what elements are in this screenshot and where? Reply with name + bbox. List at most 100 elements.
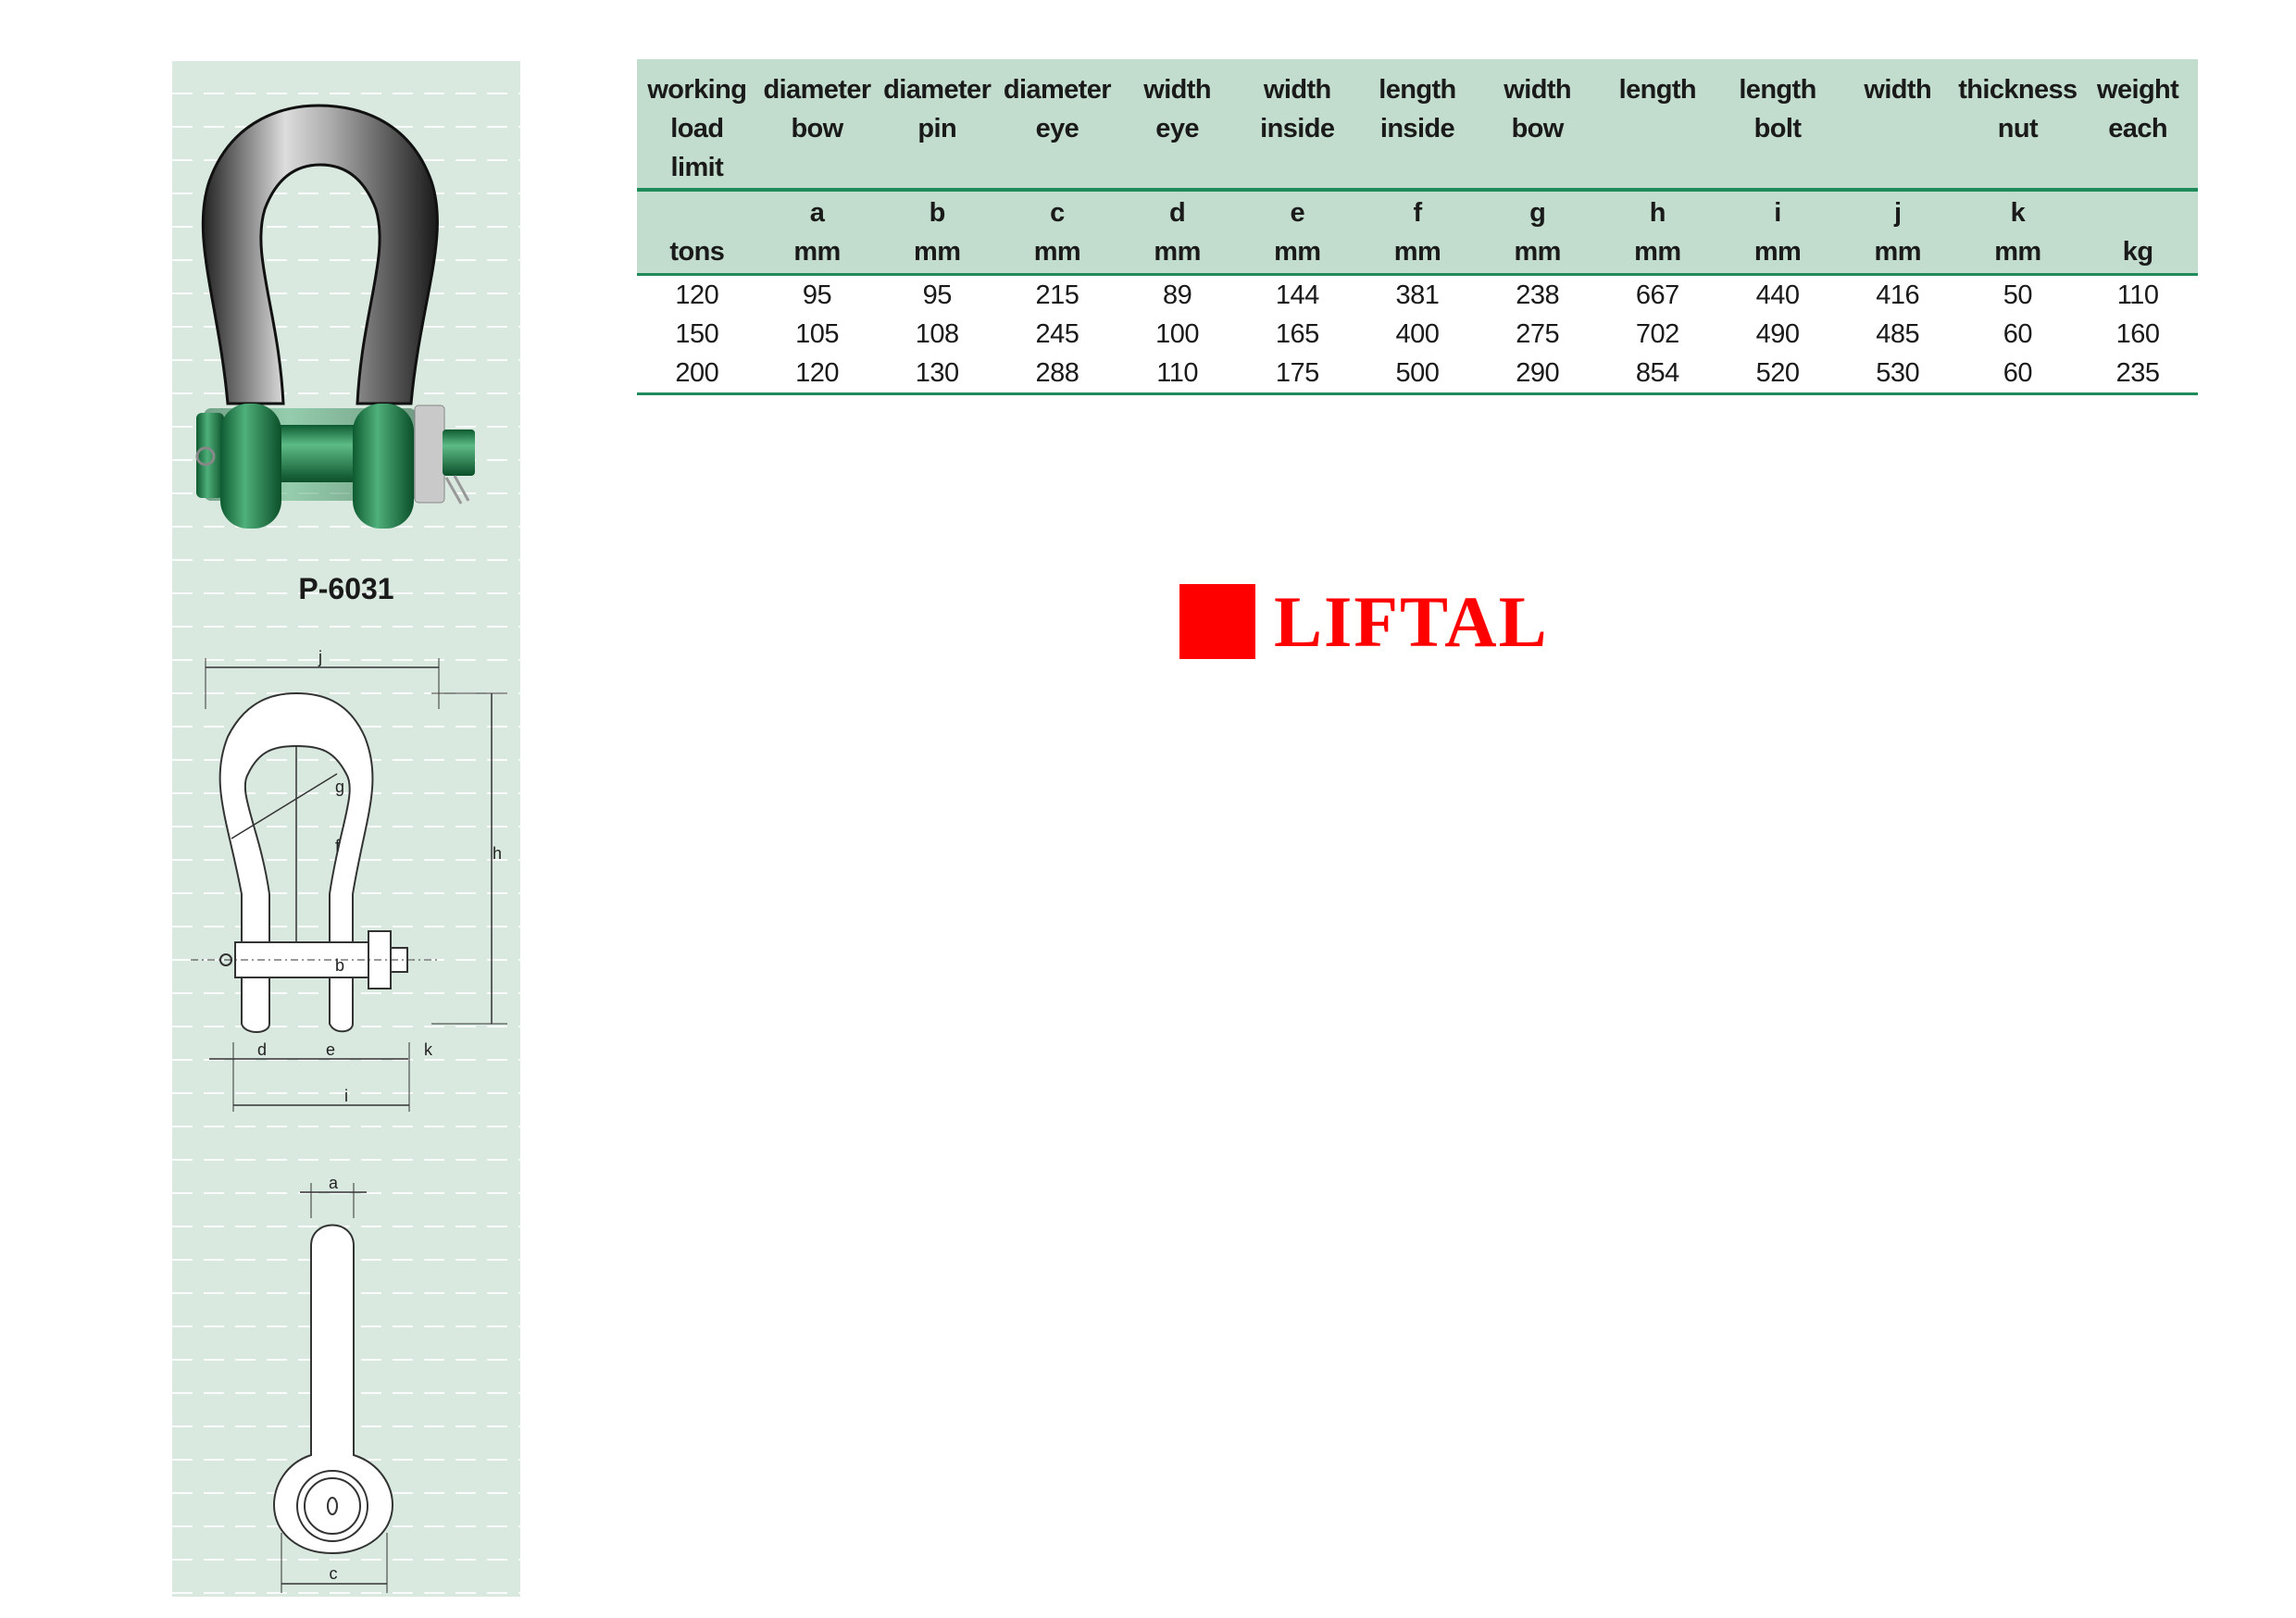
dim-label-a: a [329,1174,339,1192]
column-header: length inside [1357,59,1478,192]
shackle-side-view [272,1183,394,1593]
table-cell: 160 [2115,319,2160,349]
column-unit: e mm [1237,190,1358,276]
column-header-line: nut [1997,114,2039,143]
table-cell: 200 [637,354,757,395]
table-cell: 105 [795,319,839,349]
column-header-line: bow [791,114,843,143]
dimension-symbol: a [809,198,825,228]
dimension-symbol: h [1649,198,1666,228]
column-header: thickness nut [1957,59,2078,192]
dimension-symbol: d [1169,198,1186,228]
dim-label-h: h [493,844,502,863]
dim-label-j: j [318,648,322,666]
column-header-line [1838,109,1958,148]
column-header-line: width [1504,75,1571,105]
column-header-line: working [647,75,747,105]
unit-label: mm [1753,237,1802,267]
product-model-label: P-6031 [298,572,394,605]
dimension-symbol: k [2010,198,2026,228]
table-cell: 130 [877,354,998,395]
dim-label-g: g [335,778,344,796]
column-header-line: diameter [883,75,992,105]
table-cell: 120 [756,354,878,395]
table-cell: 275 [1516,319,1560,349]
column-header-line: pin [917,114,957,143]
table-cell: 400 [1395,319,1440,349]
column-header: diameter pin [877,59,998,192]
column-header: width eye [1117,59,1238,192]
unit-label: tons [669,237,725,267]
dimension-symbol [637,193,757,232]
dimension-symbol: e [1290,198,1305,228]
dim-label-c: c [330,1564,338,1583]
column-unit: kg [2078,190,2198,276]
table-cell: 238 [1516,280,1560,310]
table-cell: 290 [1477,354,1598,395]
column-header: length [1597,59,1718,192]
dim-label-f: f [335,837,341,855]
shackle-illustrations: j h g f b d e k i a c [191,104,507,1593]
table-cell: 416 [1876,280,1920,310]
column-unit: i mm [1717,190,1838,276]
logo-text: LIFTAL [1274,581,1549,662]
table-cell: 288 [997,354,1117,395]
table-cell: 60 [2003,319,2033,349]
column-unit: a mm [756,190,878,276]
column-header-line: bolt [1753,114,1802,143]
column-header-line: each [2108,114,2167,143]
table-cell: 120 [675,280,719,310]
column-header-line: length [1739,75,1816,105]
unit-label: mm [1393,237,1441,267]
table-cell: 110 [1117,354,1238,395]
logo-red-square [1179,584,1255,659]
column-header-line: thickness [1958,75,2078,105]
shackle-dimension-drawing [191,658,507,1112]
column-header-line: limit [670,153,724,182]
table-cell: 165 [1275,319,1319,349]
table-cell: 490 [1755,319,1800,349]
dimension-symbol [2078,193,2198,232]
unit-label: mm [1033,237,1081,267]
table-cell: 150 [675,319,719,349]
table-cell: 381 [1395,280,1440,310]
unit-label: mm [1634,237,1681,267]
unit-label: mm [1274,237,1321,267]
column-header-line: eye [1035,114,1079,143]
table-cell: 144 [1275,280,1319,310]
column-header-line: inside [1260,114,1335,143]
unit-label: mm [914,237,961,267]
column-header-line: diameter [763,75,871,105]
table-cell: 245 [1035,319,1079,349]
dimension-symbol: i [1774,198,1781,228]
column-header-line: length [1618,75,1697,105]
table-cell: 440 [1755,280,1800,310]
unit-label: mm [793,237,841,267]
table-cell: 89 [1162,280,1192,310]
dim-label-i: i [344,1087,348,1105]
column-header-line: length [1379,75,1456,105]
unit-label: mm [1874,237,1922,267]
table-cell: 50 [2003,280,2033,310]
table-cell: 175 [1237,354,1358,395]
table-cell: 110 [2116,280,2159,310]
column-header-line: inside [1379,114,1455,143]
table-cell: 702 [1635,319,1679,349]
column-unit: k mm [1957,190,2078,276]
dim-label-e: e [326,1040,335,1059]
column-header-line: width [1143,75,1211,105]
column-header-line: eye [1155,114,1199,143]
table-cell: 95 [922,280,953,310]
unit-label: mm [1994,237,2041,267]
